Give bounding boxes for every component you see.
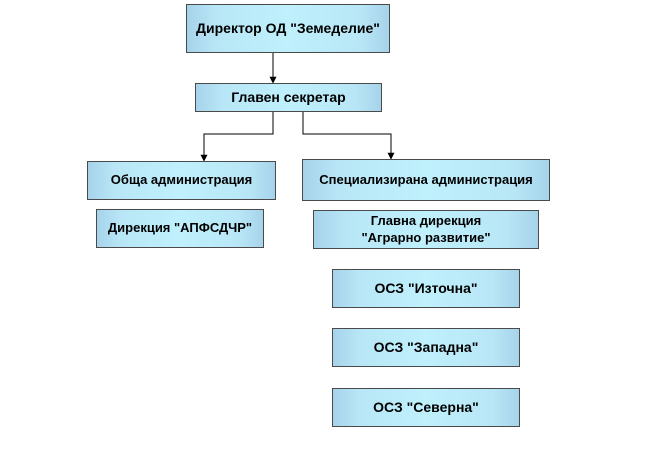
apfsdchr-label: Дирекция "АПФСДЧР": [107, 220, 253, 236]
agrarian-development-label-2: "Аграрно развитие": [361, 229, 491, 245]
osz-west-box: ОСЗ "Западна": [332, 328, 520, 367]
general-admin-label: Обща администрация: [110, 172, 253, 188]
connector-secretary-specialized-admin: [302, 112, 395, 160]
agrarian-development-label-1: Главна дирекция: [370, 212, 482, 228]
osz-east-box: ОСЗ "Източна": [332, 269, 520, 308]
osz-west-label: ОСЗ "Западна": [373, 339, 479, 356]
specialized-admin-box: Специализирана администрация: [302, 159, 550, 201]
general-admin-box: Обща администрация: [87, 161, 276, 200]
secretary-label: Главен секретар: [231, 89, 346, 106]
osz-north-box: ОСЗ "Северна": [332, 388, 520, 427]
osz-east-label: ОСЗ "Източна": [374, 280, 478, 297]
director-label: Директор ОД "Земеделие": [196, 20, 380, 37]
secretary-box: Главен секретар: [195, 83, 382, 112]
director-box: Директор ОД "Земеделие": [186, 4, 390, 53]
agrarian-development-box: Главна дирекция "Аграрно развитие": [313, 210, 539, 249]
specialized-admin-label: Специализирана администрация: [319, 171, 533, 187]
connector-secretary-general-admin: [200, 112, 274, 162]
apfsdchr-box: Дирекция "АПФСДЧР": [96, 209, 264, 248]
osz-north-label: ОСЗ "Северна": [373, 399, 479, 416]
